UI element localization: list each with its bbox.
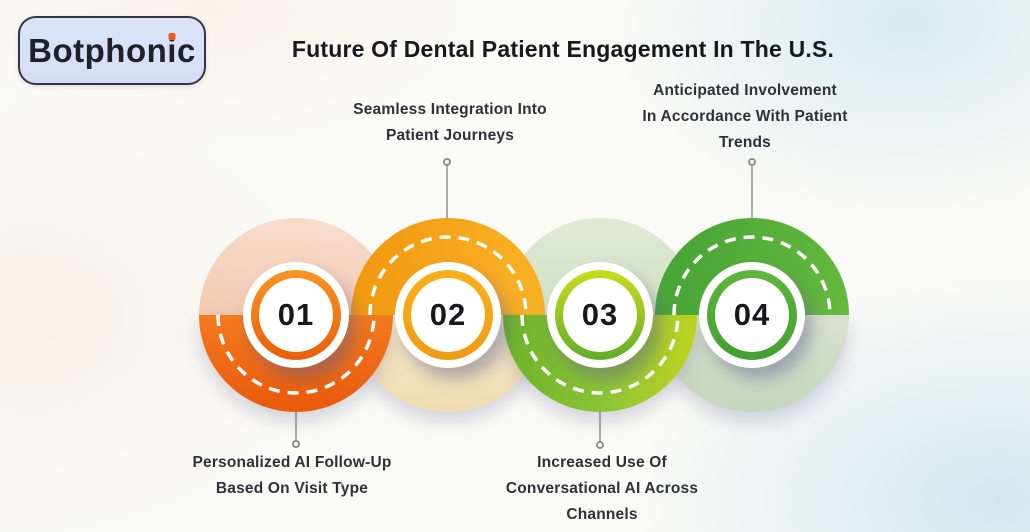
step3-medallion: 03 <box>547 262 653 368</box>
step-label-line: Conversational AI Across <box>505 480 699 497</box>
logo-letter-i: i <box>167 31 177 69</box>
step-label-line: Channels <box>566 506 638 523</box>
connector-dot-step4 <box>748 158 756 166</box>
connector-dot-step3 <box>596 441 604 449</box>
step4-label: Anticipated Involvement In Accordance Wi… <box>575 78 915 156</box>
connector-line-step1 <box>295 412 297 441</box>
step-label-line: Patient Journeys <box>385 127 515 144</box>
step4-ring: 04 <box>707 270 797 360</box>
step-label-line: Based On Visit Type <box>215 480 369 497</box>
step1-label: Personalized AI Follow-Up Based On Visit… <box>122 450 462 502</box>
connector-line-step4 <box>751 165 753 221</box>
step2-label: Seamless Integration Into Patient Journe… <box>280 97 620 149</box>
logo-text-pre: Botphon <box>28 31 168 69</box>
step4-medallion: 04 <box>699 262 805 368</box>
step1-number: 01 <box>277 297 315 332</box>
connector-dot-step1 <box>292 440 300 448</box>
connector-line-step3 <box>599 412 601 442</box>
connector-dot-step2 <box>443 158 451 166</box>
step-label-line: Anticipated Involvement <box>653 82 837 99</box>
step1-ring: 01 <box>251 270 341 360</box>
step-label-line: Seamless Integration Into <box>353 101 547 118</box>
step-label-line: In Accordance With Patient <box>642 108 848 125</box>
step-label-line: Trends <box>718 134 772 151</box>
step2-ring: 02 <box>403 270 493 360</box>
step4-number: 04 <box>733 297 771 332</box>
page-title: Future Of Dental Patient Engagement In T… <box>291 36 835 62</box>
connector-line-step2 <box>446 165 448 220</box>
step2-number: 02 <box>429 297 467 332</box>
step-label-line: Increased Use Of <box>537 454 667 471</box>
step-label-line: Personalized AI Follow-Up <box>192 454 392 471</box>
logo-text-post: c <box>176 31 196 69</box>
logo-i-dot-accent <box>168 32 176 40</box>
step2-medallion: 02 <box>395 262 501 368</box>
step3-ring: 03 <box>555 270 645 360</box>
step3-label: Increased Use Of Conversational AI Acros… <box>432 450 772 528</box>
step3-number: 03 <box>581 297 619 332</box>
step1-medallion: 01 <box>243 262 349 368</box>
